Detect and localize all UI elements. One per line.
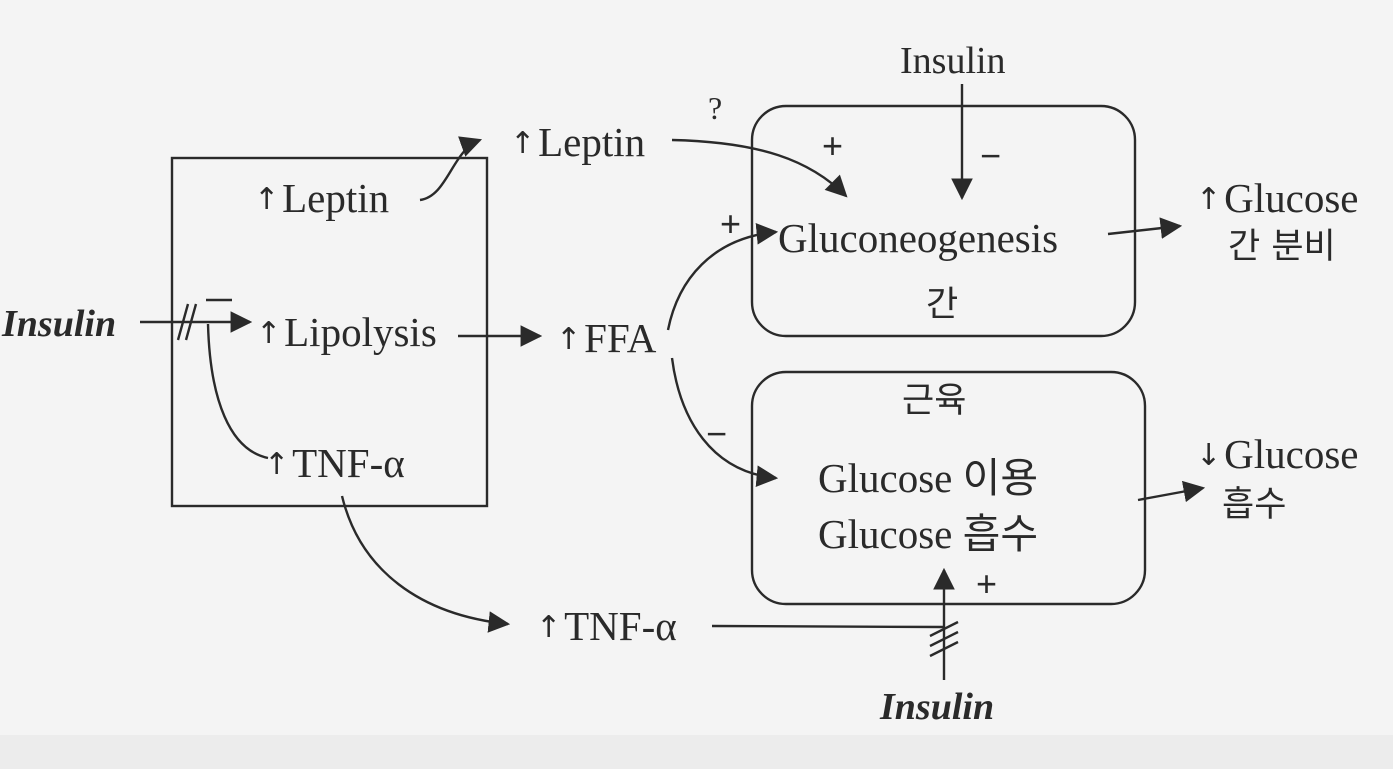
uptake-note-label: 흡수 — [1222, 485, 1287, 525]
insulin-left-label: Insulin — [2, 303, 117, 345]
minus-sign-liver-insulin: − — [980, 135, 1002, 176]
tnf-export-arrow — [340, 495, 511, 633]
insulin-top-label: Insulin — [900, 40, 1006, 82]
blocked-mark-3 — [929, 640, 959, 658]
muscle-to-output-arrow — [1137, 480, 1206, 503]
adipose-leptin-label: Leptin — [254, 178, 389, 219]
leptin-to-gluconeogenesis-arrow — [671, 138, 848, 198]
ffa-label: FFA — [556, 318, 656, 359]
plus-sign-muscle-insulin: + — [976, 563, 998, 604]
gluconeogenesis-label: Gluconeogenesis — [778, 215, 1059, 261]
leptin-out-label: Leptin — [510, 122, 645, 163]
plus-sign-liver-ffa: + — [720, 203, 742, 244]
muscle-label: 근육 — [902, 381, 967, 421]
liver-label: 간 — [926, 285, 959, 325]
liver-box — [750, 104, 1137, 338]
blocked-mark-1 — [929, 620, 959, 638]
plus-sign-liver-leptin: + — [822, 125, 844, 166]
question-mark: ? — [708, 90, 723, 126]
adipose-lipolysis-label: Lipolysis — [256, 312, 437, 353]
gluconeogenesis-to-output-arrow — [1107, 217, 1183, 239]
adipose-box — [170, 156, 489, 508]
tnf-to-insulin-line — [711, 624, 945, 629]
glucose-decrease-label: Glucose — [1196, 434, 1358, 475]
inhibition-mark-1 — [176, 303, 190, 341]
leptin-export-arrow — [419, 136, 483, 202]
insulin-bottom-label: Insulin — [880, 686, 995, 728]
bottom-band — [0, 735, 1393, 769]
glucose-increase-label: Glucose — [1196, 178, 1358, 219]
ffa-to-gluconeogenesis-arrow — [666, 223, 779, 331]
blocked-mark-2 — [929, 630, 959, 648]
minus-sign-muscle-ffa: − — [706, 413, 728, 454]
muscle-box — [750, 370, 1147, 606]
tnf-out-label: TNF-α — [536, 606, 677, 647]
inhibition-mark-2 — [184, 303, 198, 341]
ffa-to-muscle-arrow — [670, 357, 779, 487]
liver-secretion-label: 간 분비 — [1228, 227, 1336, 267]
insulin-to-tnf-arrow — [206, 323, 269, 460]
adipose-tnf-label: TNF-α — [264, 443, 405, 484]
glucose-use-label: Glucose 이용 — [818, 455, 1039, 501]
glucose-uptake-label: Glucose 흡수 — [818, 511, 1039, 557]
